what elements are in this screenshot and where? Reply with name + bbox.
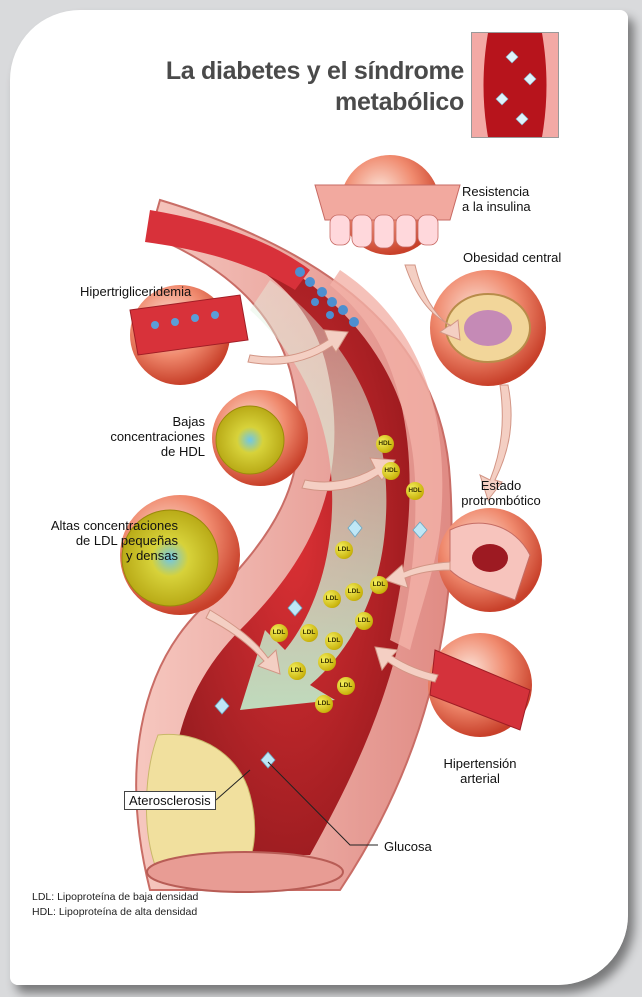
label-high-ldl-line-1: Altas concentraciones bbox=[50, 518, 178, 533]
hdl-particle: HDL bbox=[376, 435, 394, 453]
label-insulin-resistance-line-1: Resistencia bbox=[462, 184, 531, 199]
label-low-hdl: Bajas concentraciones de HDL bbox=[105, 414, 205, 459]
page-title: La diabetes y el síndrome metabólico bbox=[130, 56, 464, 118]
ldl-particle: LDL bbox=[300, 624, 318, 642]
ldl-particle: LDL bbox=[318, 653, 336, 671]
label-low-hdl-line-2: concentraciones bbox=[105, 429, 205, 444]
ldl-particle: LDL bbox=[315, 695, 333, 713]
ldl-particle: LDL bbox=[323, 590, 341, 608]
bubble-prothrombotic bbox=[438, 508, 542, 612]
bubble-low-hdl bbox=[212, 390, 308, 486]
label-glucose: Glucosa bbox=[384, 839, 432, 854]
label-atherosclerosis: Aterosclerosis bbox=[124, 791, 216, 810]
label-high-ldl-line-3: y densas bbox=[50, 548, 178, 563]
hdl-particle: HDL bbox=[382, 462, 400, 480]
label-prothrombotic-state: Estado protrombótico bbox=[446, 478, 556, 508]
infographic-frame: La diabetes y el síndrome metabólico Res… bbox=[10, 10, 628, 985]
footnote-hdl: HDL: Lipoproteína de alta densidad bbox=[32, 905, 197, 919]
ldl-particle: LDL bbox=[345, 583, 363, 601]
bubble-insulin-resistance bbox=[315, 155, 460, 255]
ldl-particle: LDL bbox=[337, 677, 355, 695]
ldl-particle: LDL bbox=[288, 662, 306, 680]
bubble-hypertriglyceridemia bbox=[130, 285, 248, 385]
label-insulin-resistance-line-2: a la insulina bbox=[462, 199, 531, 214]
label-prothrombotic-line-1: Estado bbox=[446, 478, 556, 493]
ldl-particle: LDL bbox=[270, 624, 288, 642]
label-low-hdl-line-3: de HDL bbox=[105, 444, 205, 459]
label-hypertriglyceridemia: Hipertrigliceridemia bbox=[80, 284, 191, 299]
ldl-particle: LDL bbox=[325, 632, 343, 650]
label-high-ldl: Altas concentraciones de LDL pequeñas y … bbox=[50, 518, 178, 563]
title-line-2: metabólico bbox=[130, 87, 464, 118]
ldl-particle: LDL bbox=[355, 612, 373, 630]
label-hypertension-line-1: Hipertensión bbox=[430, 756, 530, 771]
label-high-ldl-line-2: de LDL pequeñas bbox=[50, 533, 178, 548]
label-insulin-resistance: Resistencia a la insulina bbox=[462, 184, 531, 214]
hdl-particle: HDL bbox=[406, 482, 424, 500]
label-prothrombotic-line-2: protrombótico bbox=[446, 493, 556, 508]
bubble-hypertension bbox=[428, 633, 532, 737]
footnote-ldl: LDL: Lipoproteína de baja densidad bbox=[32, 890, 198, 904]
label-central-obesity: Obesidad central bbox=[463, 250, 561, 265]
label-low-hdl-line-1: Bajas bbox=[105, 414, 205, 429]
label-hypertension: Hipertensión arterial bbox=[430, 756, 530, 786]
ldl-particle: LDL bbox=[370, 576, 388, 594]
ldl-particle: LDL bbox=[335, 541, 353, 559]
vessel-thumbnail bbox=[471, 32, 559, 138]
label-hypertension-line-2: arterial bbox=[430, 771, 530, 786]
artery-cross-section bbox=[147, 852, 343, 892]
title-line-1: La diabetes y el síndrome bbox=[130, 56, 464, 87]
